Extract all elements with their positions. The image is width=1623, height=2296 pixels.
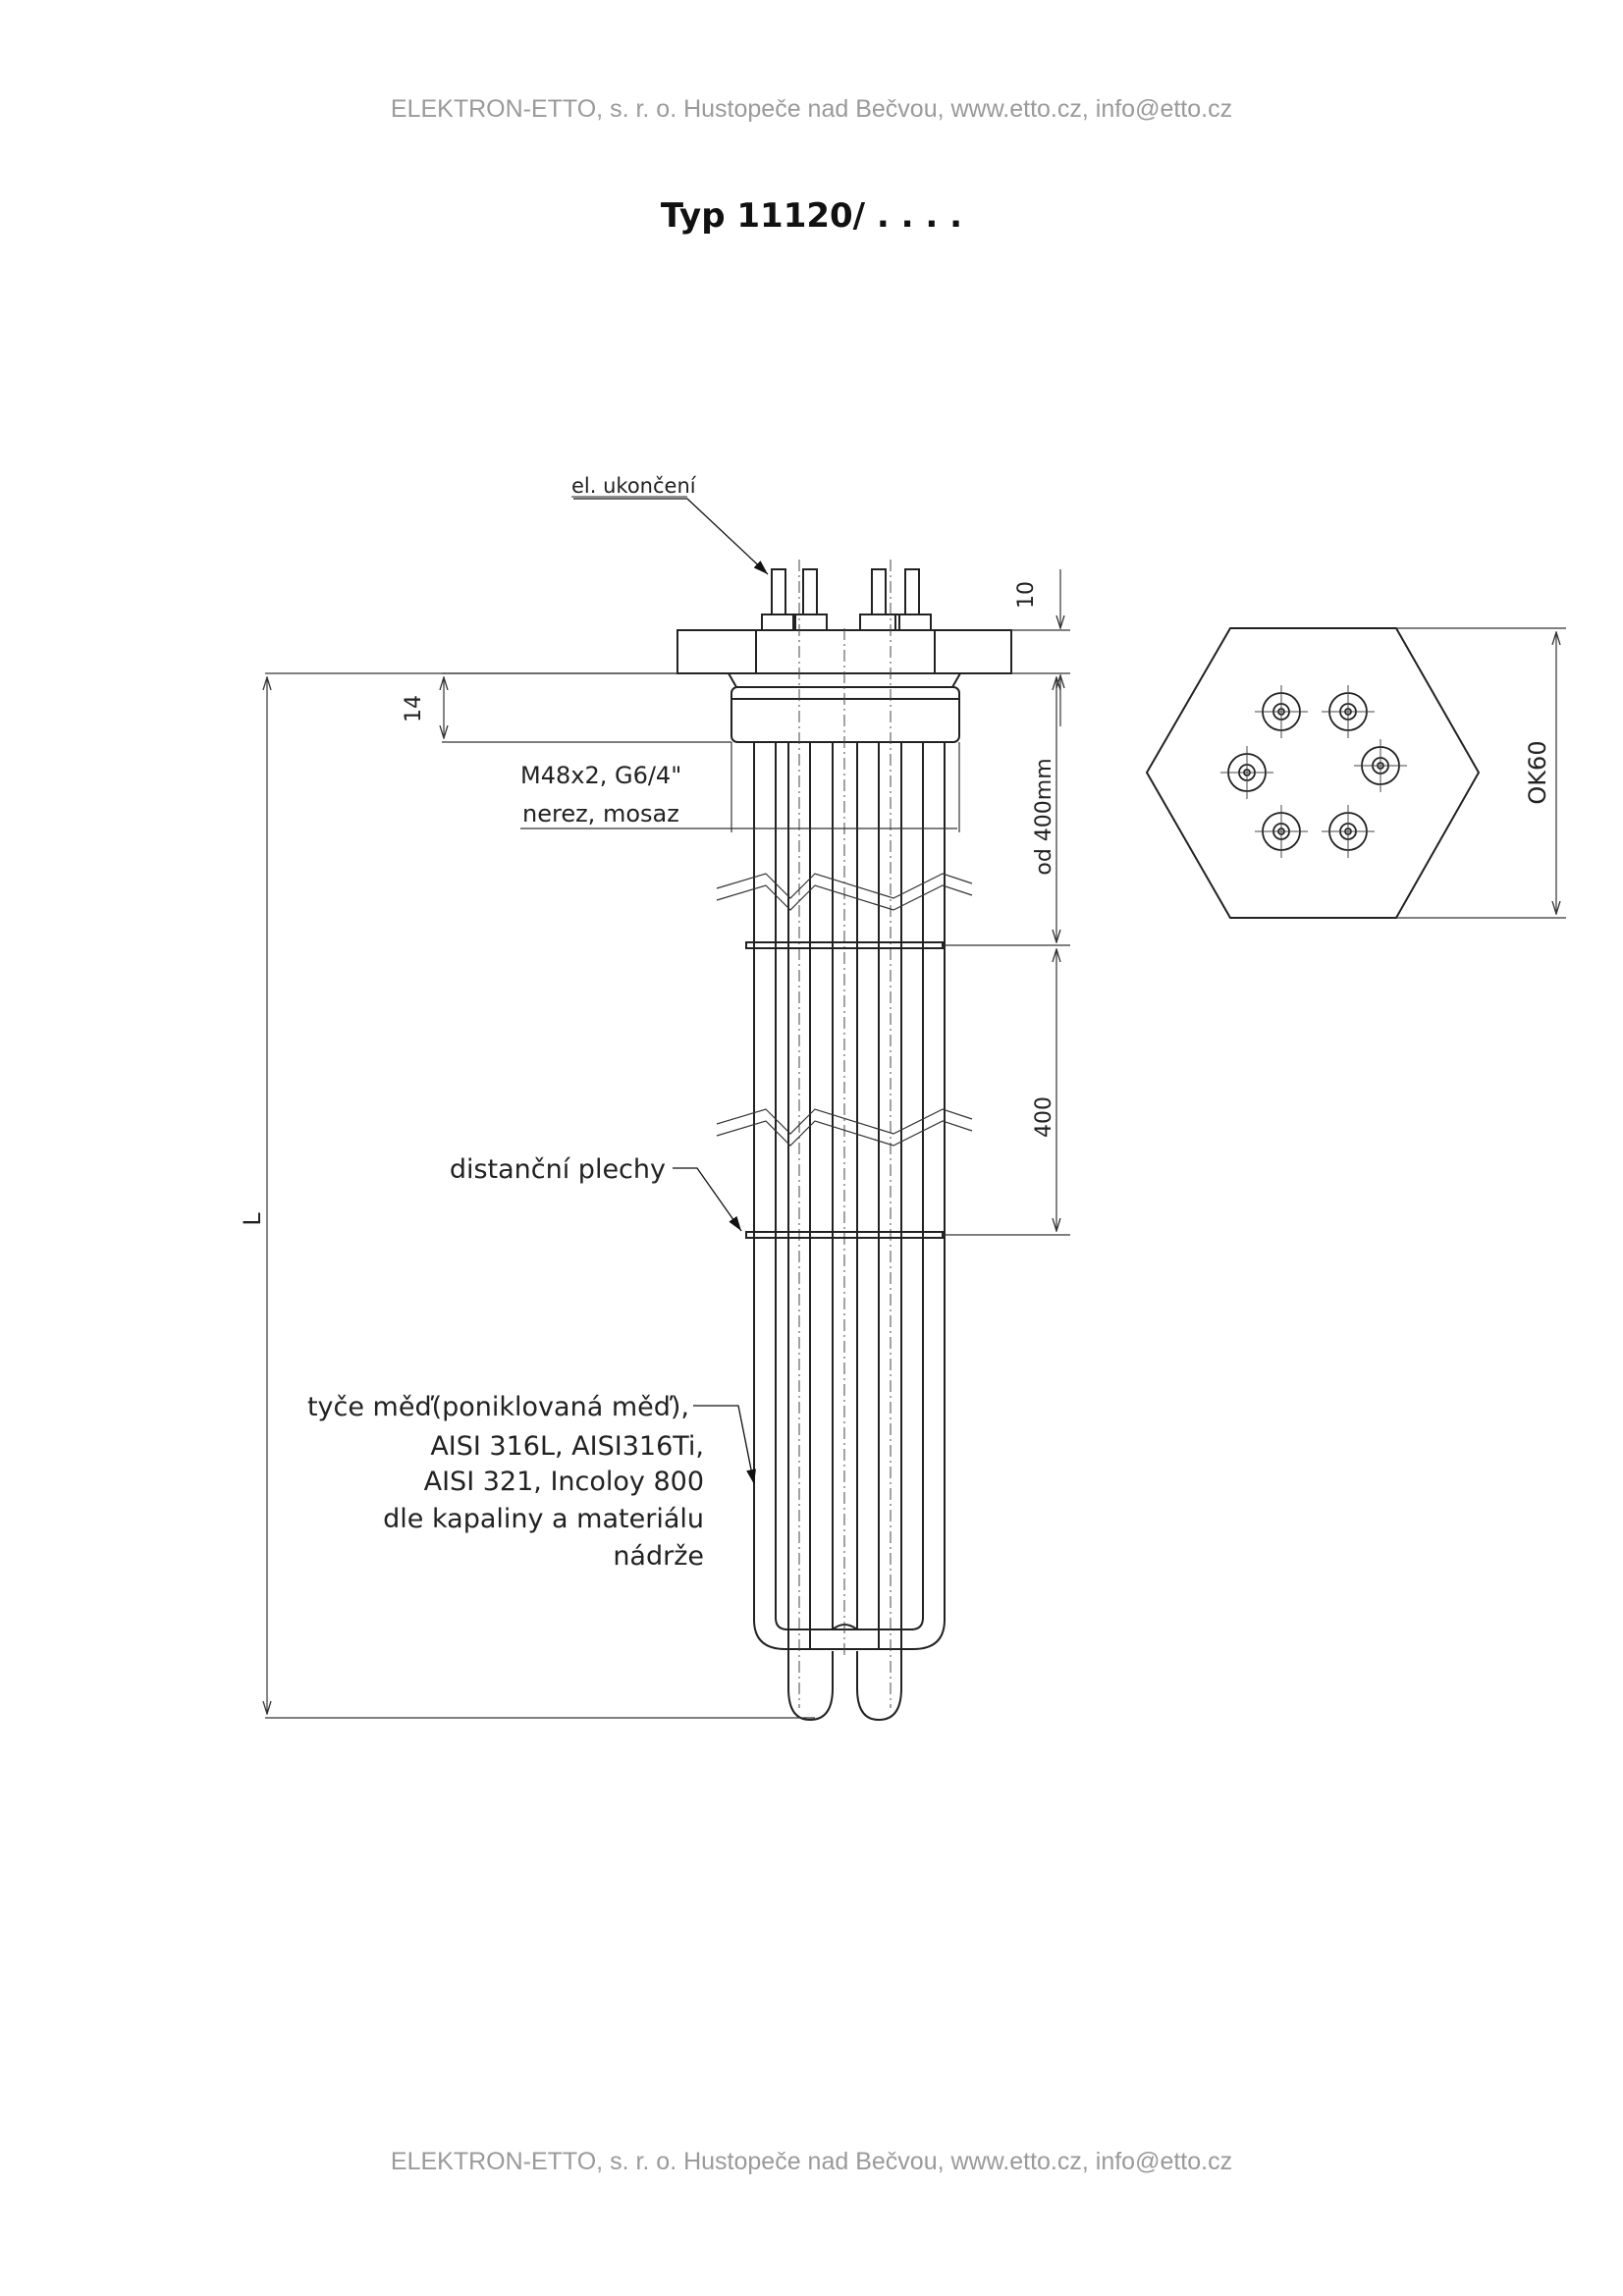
hex-outline: [1145, 627, 1481, 919]
front-view: [676, 560, 1012, 1722]
label-tyce-line: dle kapaliny a materiálu: [383, 1504, 704, 1534]
dim-10: 10: [1014, 581, 1039, 609]
break-lines: [716, 873, 973, 1147]
dim-L: L: [239, 1212, 266, 1226]
terminal-pins: [761, 568, 932, 631]
label-tyce-line: AISI 321, Incoloy 800: [424, 1467, 704, 1497]
top-view: [1145, 627, 1566, 919]
dimension-lines: [265, 569, 1070, 1719]
dim-ok60: OK60: [1524, 740, 1551, 804]
dim-od-400mm: od 400mm: [1032, 758, 1056, 875]
label-thread-line1: M48x2, G6/4": [520, 762, 681, 789]
dim-14: 14: [402, 695, 426, 722]
centerlines: [798, 560, 892, 1708]
page-title: Typ 11120/ . . . .: [660, 196, 963, 236]
leader-lines: [573, 498, 769, 1485]
label-tyce-line: tyče měď(poniklovaná měď),: [307, 1392, 689, 1422]
label-distancni: distanční plechy: [450, 1154, 666, 1185]
label-thread-line2: nerez, mosaz: [522, 800, 679, 828]
label-tyce: tyče měď(poniklovaná měď), AISI 316L, AI…: [307, 1392, 704, 1572]
thread-part: [730, 686, 960, 743]
label-tyce-line: AISI 316L, AISI316Ti,: [430, 1431, 704, 1462]
page-footer: ELEKTRON-ETTO, s. r. o. Hustopeče nad Be…: [390, 2148, 1233, 2175]
dim-400: 400: [1032, 1096, 1056, 1138]
page-header: ELEKTRON-ETTO, s. r. o. Hustopeče nad Be…: [390, 95, 1233, 123]
label-tyce-line: nádrže: [613, 1541, 704, 1572]
label-el-ukonceni: el. ukončení: [571, 474, 697, 498]
